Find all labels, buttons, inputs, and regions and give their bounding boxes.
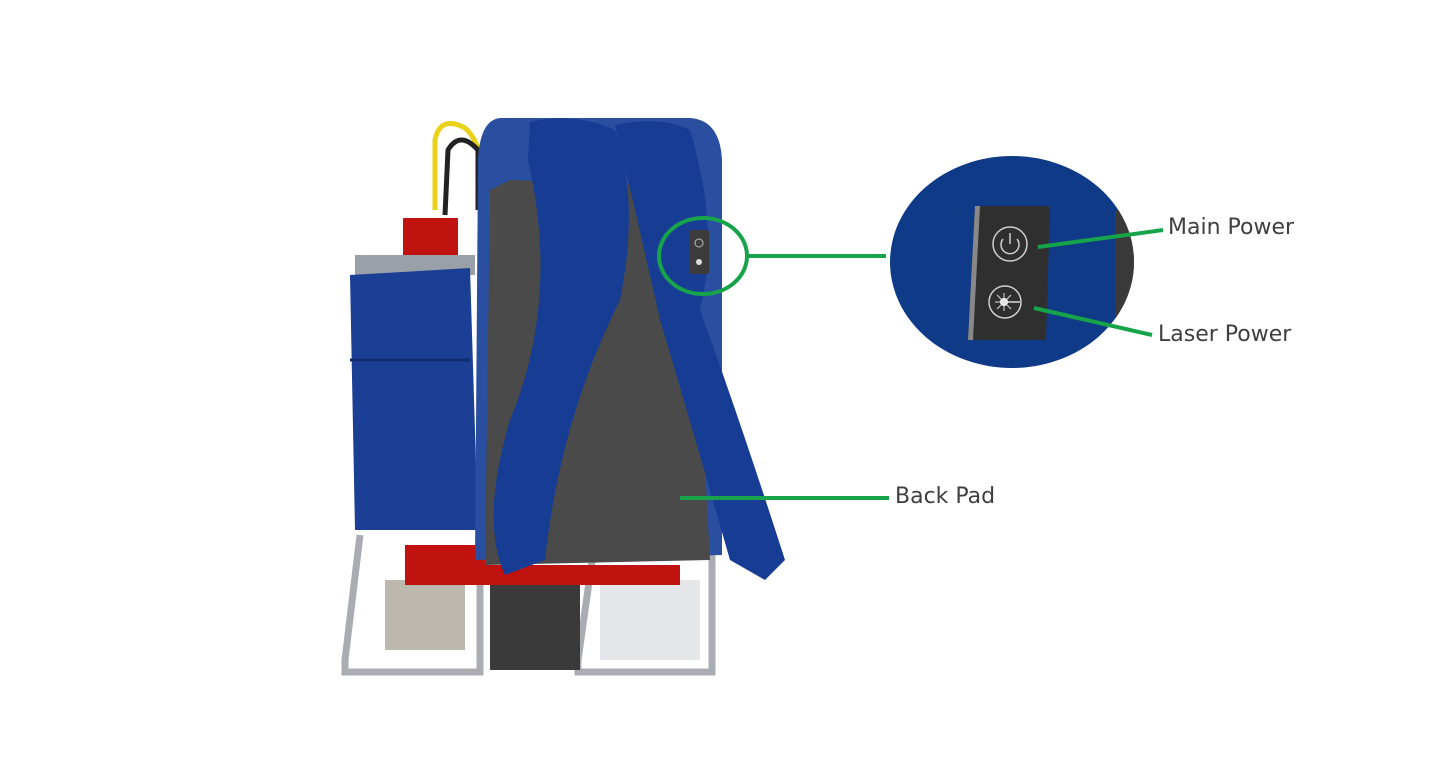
- red-housing: [480, 565, 680, 585]
- laser-power-label: Laser Power: [1158, 322, 1292, 347]
- laser-button-small: [696, 259, 702, 265]
- power-icon: [992, 226, 1028, 262]
- left-shoulder-strap: [493, 118, 629, 575]
- laser-icon: [988, 285, 1022, 319]
- red-housing: [403, 218, 458, 258]
- frame-legs: [341, 534, 716, 676]
- frame-plate: [385, 580, 465, 650]
- right-shoulder-strap: [615, 121, 785, 580]
- side-pouch: [350, 268, 478, 530]
- zoomed-button-panel: [968, 206, 1050, 340]
- red-housing: [405, 545, 485, 585]
- frame-plate: [600, 580, 700, 660]
- button-panel: [689, 230, 709, 274]
- main-power-leader: [1037, 228, 1164, 249]
- highlight-circle: [657, 216, 749, 296]
- back-pad-label: Back Pad: [895, 484, 996, 509]
- power-button-small: [694, 238, 704, 248]
- lower-body: [490, 570, 580, 670]
- main-power-label: Main Power: [1168, 215, 1295, 240]
- laser-power-leader: [1033, 306, 1153, 337]
- black-cable: [442, 137, 481, 216]
